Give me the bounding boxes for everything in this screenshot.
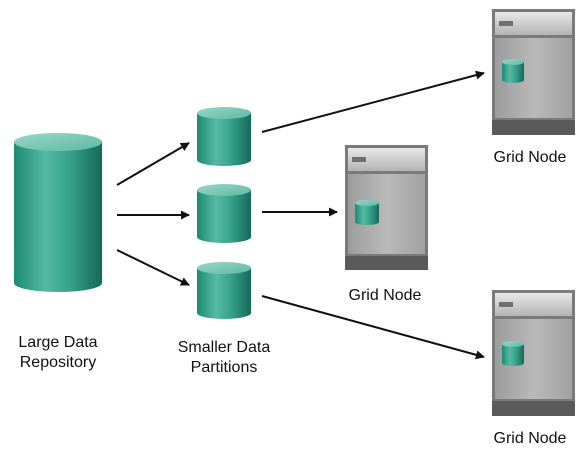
partition-cylinder-2 (197, 184, 251, 243)
grid-node-3 (492, 290, 575, 416)
arrow-repo-to-partition-3 (116, 249, 190, 286)
partitions-label-line2: Partitions (190, 359, 258, 376)
partitions-label: Smaller Data Partitions (163, 338, 285, 378)
large-repository-cylinder (14, 133, 102, 292)
grid-node-1 (492, 9, 575, 135)
partition-cylinder-3 (197, 262, 251, 319)
partition-cylinder-1 (197, 107, 251, 166)
partitions-label-line1: Smaller Data (177, 339, 271, 356)
repository-label-line2: Repository (19, 354, 97, 371)
grid-node-2 (345, 145, 428, 270)
arrow-repo-to-partition-1 (116, 142, 190, 186)
grid-node-3-label: Grid Node (493, 430, 567, 447)
repository-label: Large Data Repository (8, 333, 108, 373)
grid-node-1-label: Grid Node (493, 149, 567, 166)
arrow-partition-3-to-node-3 (261, 295, 485, 360)
arrow-partition-1-to-node-1 (261, 70, 485, 133)
grid-node-2-label: Grid Node (348, 287, 422, 304)
repository-label-line1: Large Data (18, 334, 98, 351)
